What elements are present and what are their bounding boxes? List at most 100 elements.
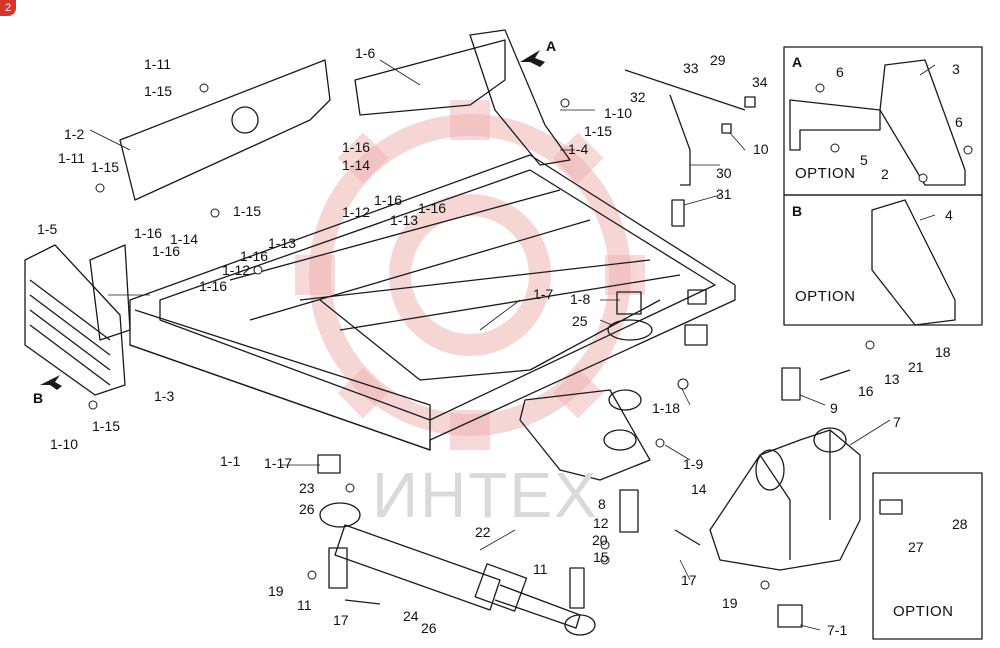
callout-label: 3	[952, 61, 960, 77]
frame-inner-rails	[229, 189, 681, 331]
callout-label: 1-14	[170, 231, 199, 247]
callout-label: 19	[268, 583, 284, 599]
callout-label: 1-16	[342, 139, 371, 155]
control-rod-29	[624, 69, 746, 111]
nut-icon	[865, 340, 875, 350]
side-cover-louvres	[29, 279, 111, 386]
pin-8	[619, 489, 639, 533]
nut-icon	[963, 145, 973, 155]
cylinder-eye-rod	[564, 614, 596, 636]
arrow-a-icon	[520, 50, 545, 67]
view-b-box	[783, 194, 983, 326]
callout-label: 12	[593, 515, 609, 531]
frame-crossmember	[319, 299, 661, 381]
callout-label: 19	[722, 595, 738, 611]
callout-label: 1-2	[64, 126, 85, 142]
callout-label: 1-12	[342, 204, 371, 220]
callout-label: 1-16	[134, 225, 163, 241]
callout-label: 32	[630, 89, 646, 105]
callout-label: 10	[753, 141, 769, 157]
callout-label: 1-3	[154, 388, 175, 404]
callout-label: 1-11	[58, 150, 85, 166]
callout-label: 30	[716, 165, 732, 181]
callout-label: 26	[299, 501, 315, 517]
top-cover	[354, 39, 506, 116]
callout-label: 2	[881, 166, 889, 182]
nut-icon	[88, 400, 98, 410]
callout-label: 1-17	[264, 455, 293, 471]
callout-label: 16	[858, 383, 874, 399]
side-cover-left	[24, 244, 126, 396]
nut-icon	[253, 265, 263, 275]
callout-label: 21	[908, 359, 924, 375]
callout-label: 13	[884, 371, 900, 387]
nut-icon	[830, 143, 840, 153]
cylinder-gland	[474, 563, 528, 612]
arrow-b-label: B	[33, 390, 44, 406]
swing-bracket-7-eye	[755, 449, 785, 491]
callout-label: 1-15	[92, 418, 121, 434]
callout-label: 11	[297, 597, 312, 613]
bolt-16	[819, 369, 851, 381]
view-a-plate-3	[879, 59, 966, 186]
nut-icon	[560, 98, 570, 108]
swing-bracket-hole	[603, 429, 637, 451]
cylinder-barrel	[334, 524, 501, 611]
cylinder-eye-head	[319, 502, 361, 528]
rod-end-31	[671, 199, 685, 227]
callout-label: 1-13	[268, 235, 297, 251]
swing-bracket-7-inner	[759, 430, 831, 560]
callout-label: 6	[955, 114, 963, 130]
swing-bracket-7	[709, 429, 861, 571]
nut-10	[721, 123, 732, 134]
view-b-plate-4	[871, 199, 956, 326]
callout-label: 17	[333, 612, 349, 628]
bush-1-8	[616, 291, 642, 315]
callout-label: 34	[752, 74, 768, 90]
callout-label: 1-16	[418, 200, 447, 216]
callout-label: 1-13	[390, 212, 419, 228]
pin-9	[781, 367, 801, 401]
frame-slot-right	[684, 324, 708, 346]
callout-label: 31	[716, 186, 732, 202]
arrow-a-label: A	[546, 38, 557, 54]
nut-icon	[815, 83, 825, 93]
frame-slot-right2	[687, 289, 707, 305]
swing-bracket-7-boss	[813, 427, 847, 453]
callout-label: 8	[598, 496, 606, 512]
callout-label: 1-15	[144, 83, 173, 99]
callout-label: 1-18	[652, 400, 681, 416]
callout-label: 1-16	[374, 192, 403, 208]
callout-label: 1-8	[570, 291, 591, 307]
nut-icon	[677, 378, 689, 390]
pin-11-center	[569, 567, 585, 609]
frame-front-face	[129, 309, 431, 451]
callout-label: 1-16	[152, 243, 181, 259]
callout-label: 15	[593, 549, 609, 565]
callout-label: 22	[475, 524, 491, 540]
callout-label: 11	[533, 561, 548, 577]
control-rod-30	[669, 94, 691, 186]
callout-label: 1-5	[37, 221, 58, 237]
nut-icon	[918, 173, 928, 183]
bolt-17-center	[674, 529, 701, 546]
callout-label: 33	[683, 60, 699, 76]
callout-label: 6	[836, 64, 844, 80]
callout-label: 1-9	[683, 456, 704, 472]
callout-label: 20	[592, 532, 608, 548]
nut-icon	[600, 555, 610, 565]
callout-label: 1-10	[50, 436, 79, 452]
bushing-7-1	[777, 604, 803, 628]
callout-label: 14	[691, 481, 707, 497]
callout-label: 27	[908, 539, 924, 555]
callout-label: 1-14	[342, 157, 371, 173]
view-a-letter: A	[792, 54, 803, 70]
bolt-17-left	[344, 599, 381, 605]
nut-icon	[307, 570, 317, 580]
view-b-option: OPTION	[795, 288, 856, 305]
view-b-letter: B	[792, 203, 803, 219]
nut-icon	[199, 83, 209, 93]
callout-label: 23	[299, 480, 315, 496]
callout-label: 1-15	[91, 159, 120, 175]
callout-label: 29	[710, 52, 726, 68]
